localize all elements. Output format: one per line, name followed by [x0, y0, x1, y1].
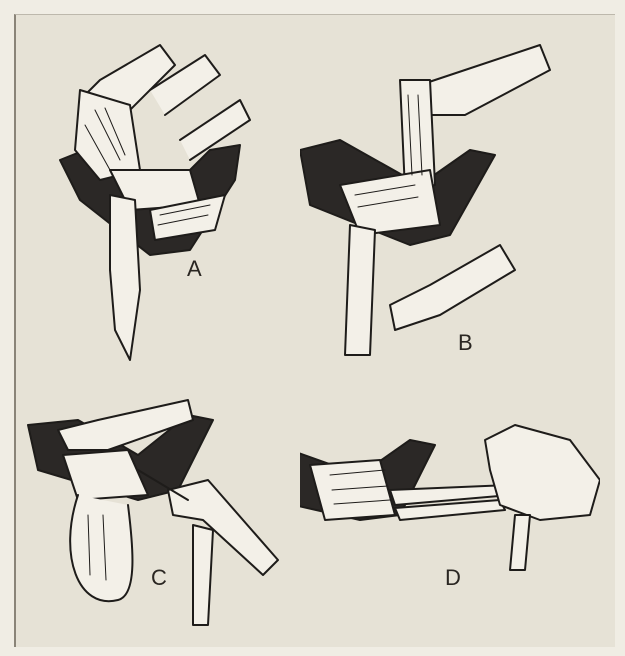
panel-a: [40, 30, 310, 380]
panel-c-lower-hand: [168, 480, 278, 575]
panel-a-label: A: [187, 256, 202, 282]
panel-b-bandage-tail: [345, 225, 375, 355]
panel-d-label: D: [445, 565, 461, 591]
panel-d-wrap: [310, 460, 395, 520]
panel-c-bandage-loop: [70, 495, 132, 601]
panel-c-bandage-tail: [193, 525, 213, 625]
panel-b-label: B: [458, 330, 473, 356]
panel-a-bandage-tail: [110, 195, 140, 360]
panel-c-drawing: [18, 395, 308, 640]
panel-c-label: C: [151, 565, 167, 591]
panel-a-drawing: [40, 30, 310, 380]
panel-d-bandage-tail: [510, 515, 530, 570]
panel-b: [300, 35, 600, 365]
panel-b-upper-hand: [420, 45, 550, 115]
panel-d-hands: [485, 425, 600, 520]
panel-c: [18, 395, 308, 640]
panel-b-drawing: [300, 35, 600, 365]
panel-b-lower-hand: [390, 245, 515, 330]
